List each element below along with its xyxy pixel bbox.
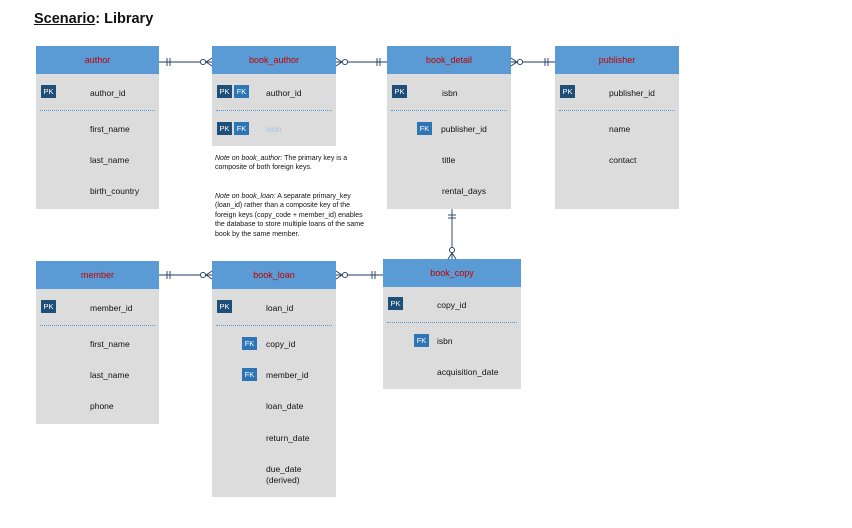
field-author-id: author_id: [266, 88, 302, 98]
field-return-date: return_date: [266, 433, 310, 443]
note-book-loan: Note on book_loan: A separate primary_ke…: [215, 192, 370, 239]
pk-badge: PK: [388, 297, 403, 310]
pk-badge: PK: [392, 85, 407, 98]
note-label: Note on book_author:: [215, 155, 283, 162]
field-phone: phone: [90, 401, 114, 411]
entity-book-author[interactable]: book_author PK FK author_id PK FK isbn: [212, 46, 336, 146]
entity-header: book_loan: [212, 261, 336, 289]
field-loan-id: loan_id: [266, 303, 294, 313]
fk-badge: FK: [234, 122, 249, 135]
field-member-id: member_id: [266, 370, 309, 380]
fk-badge: FK: [414, 334, 429, 347]
rel-book-detail-publisher: [510, 57, 555, 67]
field-acquisition-date: acquisition_date: [437, 367, 499, 377]
entity-header: book_author: [212, 46, 336, 74]
field-loan-date: loan_date: [266, 401, 304, 411]
entity-book-loan[interactable]: book_loan PK loan_id FK copy_id FK membe…: [212, 261, 336, 497]
fk-badge: FK: [234, 85, 249, 98]
field-author-id: author_id: [90, 88, 126, 98]
field-last-name: last_name: [90, 370, 130, 380]
pk-badge: PK: [41, 85, 56, 98]
entity-header: publisher: [555, 46, 679, 74]
pk-badge: PK: [217, 85, 232, 98]
field-copy-id: copy_id: [266, 339, 296, 349]
field-rental-days: rental_days: [442, 186, 486, 196]
field-birth-country: birth_country: [90, 186, 140, 196]
key-separator: [216, 110, 332, 111]
field-isbn: isbn: [266, 124, 282, 134]
field-publisher-id: publisher_id: [441, 124, 487, 134]
fk-badge: FK: [242, 368, 257, 381]
pk-badge: PK: [217, 300, 232, 313]
field-due-date: due_date: [266, 464, 302, 474]
page-title: Scenario: Library: [34, 11, 153, 27]
entity-member[interactable]: member PK member_id first_name last_name…: [36, 261, 159, 424]
rel-book-detail-book-copy: [447, 209, 457, 260]
pk-badge: PK: [560, 85, 575, 98]
field-isbn: isbn: [437, 336, 453, 346]
entity-publisher[interactable]: publisher PK publisher_id name contact: [555, 46, 679, 209]
field-last-name: last_name: [90, 155, 130, 165]
entity-header: author: [36, 46, 159, 74]
title-prefix: Scenario: [34, 11, 96, 27]
rel-book-author-book-detail: [335, 57, 387, 67]
field-isbn: isbn: [442, 88, 458, 98]
field-due-date-derived: (derived): [266, 475, 300, 485]
fk-badge: FK: [242, 337, 257, 350]
key-separator: [391, 110, 507, 111]
entity-header: book_copy: [383, 259, 521, 287]
note-label: Note on book_loan:: [215, 193, 276, 200]
field-contact: contact: [609, 155, 637, 165]
field-name: name: [609, 124, 631, 134]
note-text: A separate primary_key (loan_id) rather …: [215, 193, 365, 238]
title-rest: : Library: [95, 11, 154, 27]
field-member-id: member_id: [90, 303, 133, 313]
field-copy-id: copy_id: [437, 300, 467, 310]
note-text: The primary key is a composite of both f…: [215, 155, 348, 172]
key-separator: [559, 110, 675, 111]
pk-badge: PK: [217, 122, 232, 135]
field-first-name: first_name: [90, 339, 130, 349]
field-title: title: [442, 155, 456, 165]
entity-header: member: [36, 261, 159, 289]
key-separator: [40, 325, 155, 326]
field-first-name: first_name: [90, 124, 130, 134]
field-publisher-id: publisher_id: [609, 88, 655, 98]
fk-badge: FK: [417, 122, 432, 135]
key-separator: [387, 322, 517, 323]
rel-member-book-loan: [159, 270, 213, 280]
key-separator: [216, 325, 332, 326]
entity-author[interactable]: author PK author_id first_name last_name…: [36, 46, 159, 209]
note-book-author: Note on book_author: The primary key is …: [215, 154, 370, 173]
rel-author-book-author: [159, 57, 213, 67]
rel-book-loan-book-copy: [335, 270, 383, 280]
entity-header: book_detail: [387, 46, 511, 74]
pk-badge: PK: [41, 300, 56, 313]
entity-book-detail[interactable]: book_detail PK isbn FK publisher_id titl…: [387, 46, 511, 209]
key-separator: [40, 110, 155, 111]
entity-book-copy[interactable]: book_copy PK copy_id FK isbn acquisition…: [383, 259, 521, 389]
